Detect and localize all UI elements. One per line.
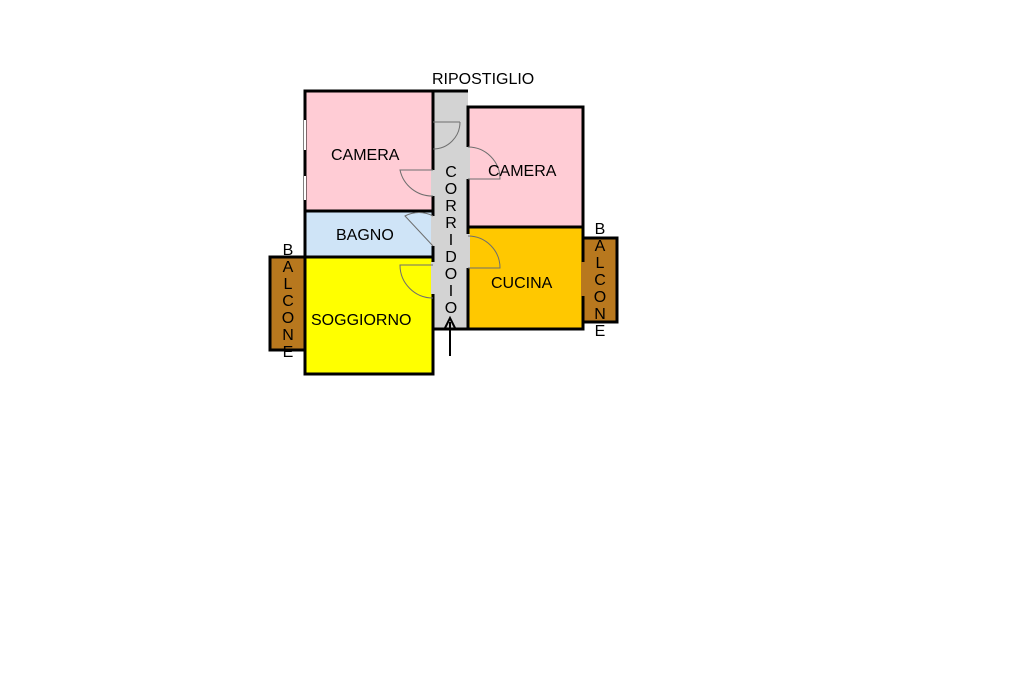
svg-text:B: B [283,242,294,259]
svg-text:C: C [282,293,294,310]
entrance-arrow-icon [443,315,457,356]
label-balcone-right: B A L C O N E [594,221,606,340]
balcone-left [270,257,305,350]
svg-text:D: D [445,249,457,266]
svg-text:N: N [282,327,294,344]
label-camera-right: CAMERA [488,163,557,180]
svg-text:E: E [283,344,294,361]
svg-text:R: R [445,215,457,232]
label-balcone-left: B A L C O N E [282,242,294,361]
svg-text:O: O [445,181,457,198]
room-camera-right [468,107,583,227]
doors [399,121,585,299]
svg-text:B: B [595,221,606,238]
svg-text:C: C [594,272,606,289]
svg-text:O: O [445,266,457,283]
label-ripostiglio: RIPOSTIGLIO [432,71,534,88]
label-soggiorno: SOGGIORNO [311,312,411,329]
svg-text:L: L [284,276,293,293]
svg-text:L: L [596,255,605,272]
room-bagno [305,211,433,257]
room-soggiorno [305,257,433,374]
room-camera-left [305,91,433,211]
svg-text:A: A [595,238,606,255]
label-camera-left: CAMERA [331,147,400,164]
balcone-right [583,238,617,322]
room-corridoio [433,91,468,329]
room-cucina [468,227,583,329]
svg-text:O: O [282,310,294,327]
svg-text:N: N [594,306,606,323]
svg-text:O: O [445,300,457,317]
svg-text:C: C [445,164,457,181]
svg-text:E: E [595,323,606,340]
svg-text:O: O [594,289,606,306]
svg-text:R: R [445,198,457,215]
label-bagno: BAGNO [336,227,394,244]
svg-text:A: A [283,259,294,276]
svg-text:I: I [449,283,453,300]
svg-text:I: I [449,232,453,249]
label-cucina: CUCINA [491,275,553,292]
label-corridoio: C O R R I D O I O [445,164,457,317]
